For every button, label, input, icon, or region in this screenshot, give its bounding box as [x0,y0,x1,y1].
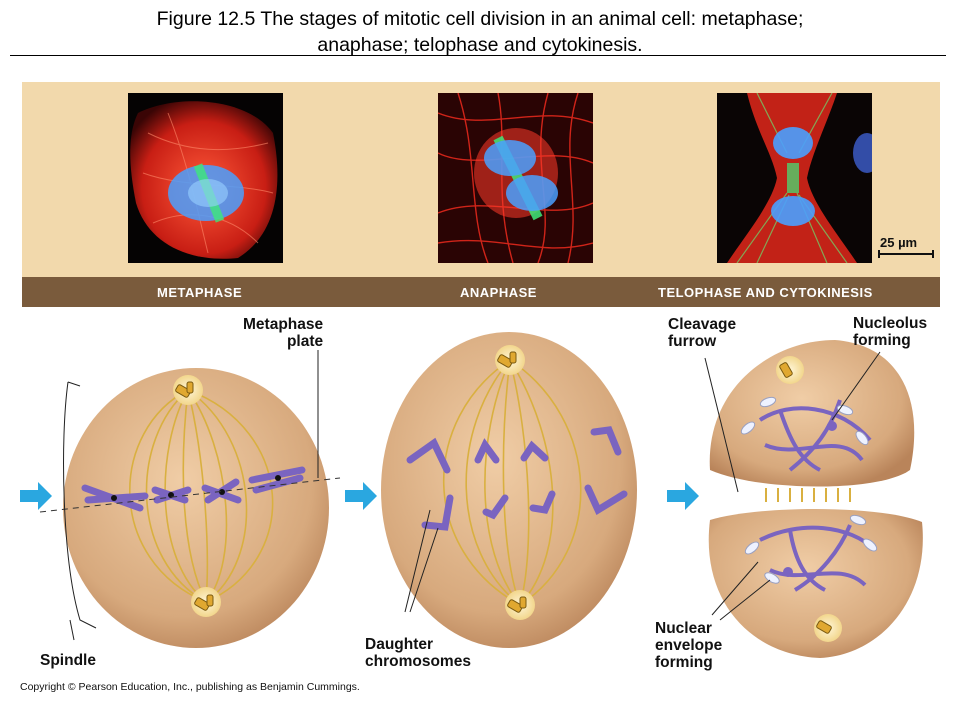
nuclear-envelope-fragments [740,396,878,584]
label-metaphase-plate: Metaphase plate [243,316,323,350]
anaphase-micrograph [438,93,593,263]
scale-bar-label: 25 µm [880,235,918,250]
label-cleavage-furrow-line2: furrow [668,333,717,350]
cleavage-furrow-fibers [765,488,851,502]
caption-line-2: anaphase; telophase and cytokinesis. [317,34,643,56]
arrow-to-metaphase [20,482,52,510]
telophase-micrograph [717,93,872,263]
label-daughter-chromosomes-line1: Daughter [365,636,434,653]
label-daughter-chromosomes-line2: chromosomes [365,653,471,670]
label-nuclear-envelope-forming-line3: forming [655,654,713,671]
label-cleavage-furrow-line1: Cleavage [668,316,737,333]
label-cleavage-furrow: Cleavage furrow [668,316,736,350]
label-leader-lines [63,350,881,641]
arrow-to-anaphase [345,482,377,510]
scale-bar [878,250,934,258]
telophase-cells [708,340,923,658]
caption-line-1: Figure 12.5 The stages of mitotic cell d… [156,8,804,30]
phase-label-band [22,277,940,307]
metaphase-cell [63,368,329,648]
copyright-notice: Copyright © Pearson Education, Inc., pub… [20,681,360,693]
nucleolus-top [827,421,837,431]
anaphase-cell [381,332,637,648]
label-nucleolus-forming-line1: Nucleolus [853,315,928,332]
phase-label-metaphase: METAPHASE [157,285,243,300]
label-nucleolus-forming-line2: forming [853,332,911,349]
figure-caption: Figure 12.5 The stages of mitotic cell d… [0,6,960,58]
label-metaphase-plate-line2: plate [286,333,324,350]
metaphase-micrograph [128,93,283,263]
stage-arrows [20,482,699,510]
arrow-to-telophase [667,482,699,510]
anaphase-spindle-fibers [442,359,582,606]
label-spindle: Spindle [40,652,96,669]
label-nucleolus-forming: Nucleolus forming [853,315,927,349]
label-daughter-chromosomes: Daughter chromosomes [365,636,471,670]
nucleolus-bottom [783,567,793,577]
anaphase-chromosomes [406,426,628,531]
phase-label-anaphase: ANAPHASE [460,285,537,300]
label-nuclear-envelope-forming-line1: Nuclear [655,620,712,637]
label-nuclear-envelope-forming: Nuclear envelope forming [655,620,722,671]
label-metaphase-plate-line1: Metaphase [243,316,324,333]
phase-label-telophase: TELOPHASE AND CYTOKINESIS [658,285,873,300]
label-nuclear-envelope-forming-line2: envelope [655,637,723,654]
metaphase-spindle-fibers [129,389,274,603]
caption-divider [10,55,946,56]
